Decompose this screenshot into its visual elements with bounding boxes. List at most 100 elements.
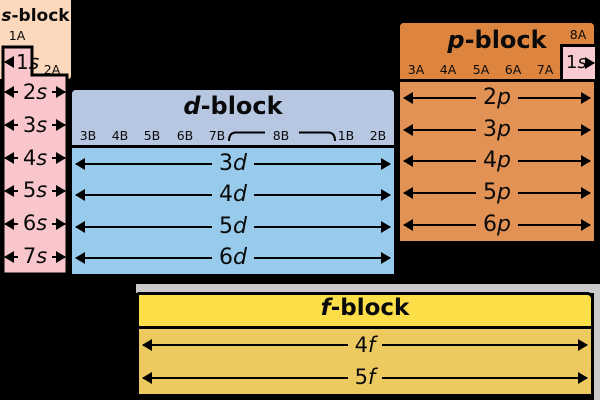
right-arrow bbox=[517, 219, 592, 232]
right-arrow bbox=[52, 119, 66, 132]
s-block-title: s-block bbox=[0, 6, 71, 26]
left-arrow bbox=[4, 217, 18, 230]
gray-backdrop-strip-vertical bbox=[594, 284, 600, 400]
orbital-label-4f: 4f bbox=[354, 332, 376, 357]
left-arrow bbox=[4, 250, 18, 263]
left-arrow bbox=[4, 56, 14, 68]
left-arrow bbox=[402, 187, 477, 200]
right-arrow bbox=[253, 189, 392, 202]
helium-1s-cell: 1s bbox=[560, 44, 598, 82]
group-label-1B: 1B bbox=[337, 127, 355, 143]
group-label-5A: 5A bbox=[472, 61, 490, 77]
p-block-title: p-block bbox=[447, 26, 547, 54]
left-arrow bbox=[402, 91, 477, 104]
left-arrow bbox=[402, 155, 477, 168]
left-arrow bbox=[4, 119, 18, 132]
left-arrow bbox=[142, 339, 348, 352]
p-block-rows: 2p 3p 4p 5p 6p bbox=[400, 82, 594, 241]
right-arrow bbox=[517, 155, 592, 168]
gray-backdrop-strip-horizontal bbox=[136, 284, 600, 293]
orbital-label-5f: 5f bbox=[354, 365, 376, 390]
orbital-label-7s: 7s bbox=[22, 244, 48, 269]
orbital-row-3d: 3d bbox=[74, 148, 392, 180]
orbital-label-6s: 6s bbox=[22, 211, 48, 236]
f-block-rows: 4f 5f bbox=[139, 329, 591, 394]
orbital-row-2s: 2s bbox=[4, 76, 66, 109]
p-block-header: p-block 3A 4A 5A 6A 7A 8A 1s bbox=[400, 23, 598, 82]
right-arrow bbox=[517, 91, 592, 104]
d-block: d-block 3B 4B 5B 6B 7B 8B 1B 2B 3d 4d bbox=[69, 87, 397, 277]
left-arrow bbox=[4, 86, 18, 99]
d-block-header: d-block 3B 4B 5B 6B 7B 8B 1B 2B bbox=[72, 90, 394, 148]
left-arrow bbox=[74, 252, 213, 265]
group-label-3B: 3B bbox=[79, 127, 97, 143]
orbital-row-6s: 6s bbox=[4, 207, 66, 240]
f-block: f-block 4f 5f bbox=[136, 292, 594, 397]
orbital-row-1s: 1s bbox=[4, 49, 600, 75]
orbital-row-5d: 5d bbox=[74, 211, 392, 243]
orbital-label-6p: 6p bbox=[483, 212, 511, 238]
orbital-row-3p: 3p bbox=[402, 114, 592, 146]
group-label-8A: 8A bbox=[569, 27, 587, 42]
left-arrow bbox=[4, 184, 18, 197]
orbital-row-4f: 4f bbox=[142, 329, 588, 362]
orbital-label-5p: 5p bbox=[483, 180, 511, 206]
orbital-row-6d: 6d bbox=[74, 243, 392, 275]
orbital-label-2s: 2s bbox=[22, 79, 48, 104]
right-arrow bbox=[253, 157, 392, 170]
orbital-row-6p: 6p bbox=[402, 209, 592, 241]
right-arrow bbox=[52, 86, 66, 99]
group-8B-brace bbox=[228, 131, 336, 142]
orbital-row-4p: 4p bbox=[402, 146, 592, 178]
group-label-7B: 7B bbox=[208, 127, 226, 143]
left-arrow bbox=[402, 123, 477, 136]
group-label-3A: 3A bbox=[407, 61, 425, 77]
right-arrow bbox=[52, 250, 66, 263]
orbital-row-4s: 4s bbox=[4, 142, 66, 175]
orbital-label-3d: 3d bbox=[219, 150, 247, 176]
orbital-label-5s: 5s bbox=[22, 178, 48, 203]
group-label-6B: 6B bbox=[176, 127, 194, 143]
d-block-rows: 3d 4d 5d 6d bbox=[72, 148, 394, 274]
d-block-title: d-block bbox=[183, 92, 283, 120]
f-block-header: f-block bbox=[139, 295, 591, 329]
right-arrow bbox=[382, 339, 588, 352]
right-arrow bbox=[253, 220, 392, 233]
left-arrow bbox=[402, 219, 477, 232]
orbital-label-1s: 1s bbox=[16, 50, 40, 74]
s-block-outline bbox=[1, 45, 69, 276]
f-block-title: f-block bbox=[320, 295, 410, 321]
orbital-row-2p: 2p bbox=[402, 82, 592, 114]
orbital-label-4s: 4s bbox=[22, 145, 48, 170]
orbital-row-4d: 4d bbox=[74, 180, 392, 212]
right-arrow bbox=[52, 217, 66, 230]
left-arrow bbox=[142, 371, 348, 384]
left-arrow bbox=[74, 189, 213, 202]
group-label-8B: 8B bbox=[272, 127, 290, 143]
orbital-label-3s: 3s bbox=[22, 112, 48, 137]
left-arrow bbox=[74, 220, 213, 233]
orbital-label-3p: 3p bbox=[483, 116, 511, 142]
orbital-row-7s: 7s bbox=[4, 240, 66, 273]
right-arrow bbox=[52, 184, 66, 197]
orbital-row-5p: 5p bbox=[402, 177, 592, 209]
s-block-title-letter: s bbox=[1, 6, 12, 26]
right-arrow bbox=[517, 123, 592, 136]
right-arrow bbox=[52, 152, 66, 165]
orbital-label-1s-helium: 1s bbox=[566, 52, 587, 73]
group-label-7A: 7A bbox=[536, 61, 554, 77]
left-arrow bbox=[74, 157, 213, 170]
left-arrow bbox=[4, 152, 18, 165]
group-label-1A: 1A bbox=[8, 28, 26, 43]
s-block-rows: 2s 3s 4s 5s 6s 7s bbox=[4, 76, 66, 273]
orbital-label-6d: 6d bbox=[219, 245, 247, 271]
right-arrow bbox=[517, 187, 592, 200]
group-label-5B: 5B bbox=[143, 127, 161, 143]
group-label-2A: 2A bbox=[43, 62, 61, 77]
group-label-2B: 2B bbox=[369, 127, 387, 143]
orbital-row-5s: 5s bbox=[4, 174, 66, 207]
s-block-title-suffix: -block bbox=[11, 6, 70, 26]
orbital-row-5f: 5f bbox=[142, 362, 588, 395]
orbital-label-4p: 4p bbox=[483, 148, 511, 174]
